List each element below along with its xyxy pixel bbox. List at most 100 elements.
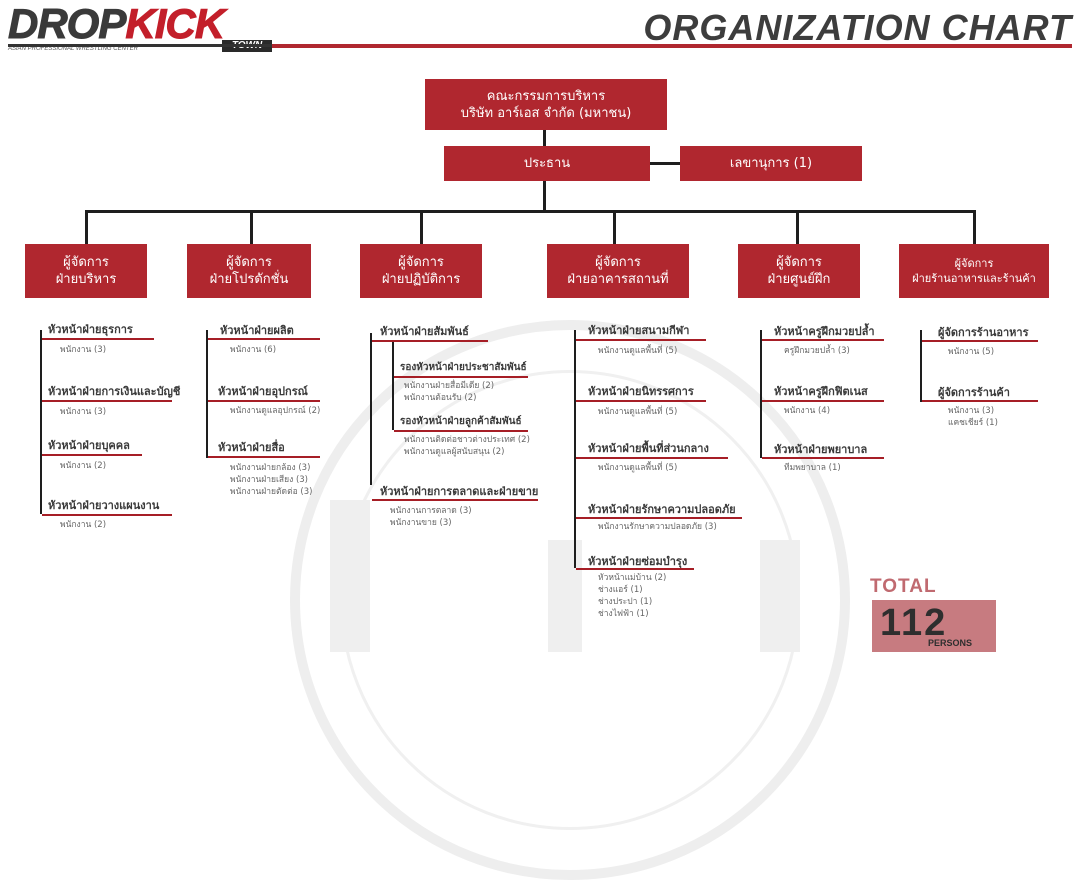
dropkick-logo: DROPKICK	[7, 0, 226, 47]
manager-box-facilities: ผู้จัดการ ฝ่ายอาคารสถานที่	[547, 244, 689, 298]
col3-substaff-2a: พนักงานติดต่อชาวต่างประเทศ (2)	[404, 435, 530, 445]
col1-staff-2: พนักงาน (3)	[60, 407, 107, 417]
total-unit: PERSONS	[928, 638, 973, 648]
board-box: คณะกรรมการบริหาร บริษัท อาร์เอส จำกัด (ม…	[425, 79, 667, 130]
manager-title: ผู้จัดการ	[595, 255, 641, 270]
connector-manager-2	[250, 210, 253, 244]
col3-subunderline-1	[394, 376, 528, 378]
manager-title: ผู้จัดการ	[776, 255, 822, 270]
col2-underline-2	[208, 400, 320, 402]
manager-department: ฝ่ายปฏิบัติการ	[381, 272, 461, 287]
col3-staff2a: พนักงานการตลาด (3)	[390, 506, 472, 516]
col3-head-2: หัวหน้าฝ่ายการตลาดและฝ่ายขาย	[380, 485, 539, 498]
col3-underline-1	[372, 340, 488, 342]
col3-sub-spine	[392, 342, 394, 430]
col2-head-2: หัวหน้าฝ่ายอุปกรณ์	[218, 385, 308, 398]
col1-head-1: หัวหน้าฝ่ายธุรการ	[48, 323, 133, 336]
col2-head-1: หัวหน้าฝ่ายผลิต	[220, 324, 294, 337]
col6-staff-1: พนักงาน (5)	[948, 347, 995, 357]
col1-head-4: หัวหน้าฝ่ายวางแผนงาน	[48, 499, 160, 512]
col1-underline-3	[42, 454, 142, 456]
secretary-box: เลขานุการ (1)	[680, 146, 862, 181]
col3-substaff-1a: พนักงานฝ่ายสื่อมีเดีย (2)	[404, 381, 495, 391]
manager-department: ฝ่ายบริหาร	[55, 272, 117, 287]
col4-head-4: หัวหน้าฝ่ายรักษาความปลอดภัย	[588, 503, 736, 516]
col1-underline-4	[42, 514, 172, 516]
col4-underline-2	[576, 400, 706, 402]
col4-underline-1	[576, 339, 706, 341]
logo-subtitle: ASIAN PROFESSIONAL WRESTLING CENTER	[8, 46, 138, 52]
col4-staff-2: พนักงานดูแลพื้นที่ (5)	[598, 407, 678, 417]
manager-box-production: ผู้จัดการ ฝ่ายโปรดักชั่น	[187, 244, 311, 298]
col1-spine	[40, 330, 42, 514]
col1-underline-1	[42, 338, 154, 340]
manager-department: ฝ่ายร้านอาหารและร้านค้า	[912, 272, 1036, 285]
manager-department: ฝ่ายโปรดักชั่น	[209, 272, 289, 287]
board-company: บริษัท อาร์เอส จำกัด (มหาชน)	[460, 105, 632, 121]
logo-text-kick: KICK	[125, 0, 226, 47]
col2-underline-3	[208, 456, 320, 458]
col6-underline-2	[922, 400, 1038, 402]
col6-staff-2a: พนักงาน (3)	[948, 406, 995, 416]
logo-text-drop: DROP	[7, 0, 126, 47]
connector-board-president	[543, 130, 546, 146]
col4-head-5: หัวหน้าฝ่ายซ่อมบำรุง	[588, 555, 688, 568]
col5-underline-2	[762, 400, 884, 402]
manager-department: ฝ่ายอาคารสถานที่	[567, 272, 669, 287]
col6-spine	[920, 330, 922, 402]
col2-head-3: หัวหน้าฝ่ายสื่อ	[218, 441, 285, 454]
col2-spine	[206, 330, 208, 458]
page-title: ORGANIZATION CHART	[643, 7, 1072, 48]
connector-president-secretary	[650, 162, 680, 165]
header-rule-dark	[8, 44, 272, 47]
col3-subhead-2: รองหัวหน้าฝ่ายลูกค้าสัมพันธ์	[400, 416, 522, 427]
col5-staff-3: ทีมพยาบาล (1)	[784, 463, 841, 473]
col4-head-3: หัวหน้าฝ่ายพื้นที่ส่วนกลาง	[588, 442, 709, 455]
manager-title: ผู้จัดการ	[954, 257, 994, 270]
col2-staff-3b: พนักงานฝ่ายเสียง (3)	[230, 475, 308, 485]
col5-staff-2: พนักงาน (4)	[784, 406, 831, 416]
manager-box-restaurant-shop: ผู้จัดการ ฝ่ายร้านอาหารและร้านค้า	[899, 244, 1049, 298]
total-box	[872, 600, 996, 652]
col3-substaff-1b: พนักงานต้อนรับ (2)	[404, 393, 477, 403]
col3-subunderline-2	[394, 430, 528, 432]
connector-manager-1	[85, 210, 88, 244]
president-box: ประธาน	[444, 146, 650, 181]
col4-spine	[574, 330, 576, 568]
col4-staff-1: พนักงานดูแลพื้นที่ (5)	[598, 346, 678, 356]
secretary-label: เลขานุการ (1)	[729, 156, 813, 171]
col4-underline-5	[576, 568, 694, 570]
col4-head-1: หัวหน้าฝ่ายสนามกีฬา	[588, 324, 690, 337]
col6-head-2: ผู้จัดการร้านค้า	[938, 386, 1010, 399]
col4-staff-5b: ช่างแอร์ (1)	[598, 585, 643, 595]
col5-head-1: หัวหน้าครูฝึกมวยปล้ำ	[774, 325, 875, 338]
manager-title: ผู้จัดการ	[63, 255, 109, 270]
col2-underline-1	[208, 338, 320, 340]
manager-bus-line	[85, 210, 975, 213]
watermark-tower-left	[330, 500, 370, 652]
col5-head-2: หัวหน้าครูฝึกฟิตเนส	[774, 385, 868, 398]
col1-head-2: หัวหน้าฝ่ายการเงินและบัญชี	[48, 385, 181, 398]
col6-underline-1	[922, 340, 1038, 342]
col1-head-3: หัวหน้าฝ่ายบุคคล	[48, 439, 130, 452]
col4-staff-3: พนักงานดูแลพื้นที่ (5)	[598, 463, 678, 473]
col3-subhead-1: รองหัวหน้าฝ่ายประชาสัมพันธ์	[400, 362, 527, 373]
connector-manager-4	[613, 210, 616, 244]
col4-staff-5a: หัวหน้าแม่บ้าน (2)	[598, 573, 667, 583]
watermark-tower-center	[548, 540, 582, 652]
col4-staff-5d: ช่างไฟฟ้า (1)	[598, 609, 649, 619]
col4-staff-4: พนักงานรักษาความปลอดภัย (3)	[598, 522, 717, 532]
manager-title: ผู้จัดการ	[398, 255, 444, 270]
connector-president-bus	[543, 181, 546, 211]
header-rule-red	[272, 44, 1072, 48]
col2-staff-2: พนักงานดูแลอุปกรณ์ (2)	[230, 406, 321, 416]
manager-box-admin: ผู้จัดการ ฝ่ายบริหาร	[25, 244, 147, 298]
watermark-tower-right	[760, 540, 800, 652]
manager-box-operations: ผู้จัดการ ฝ่ายปฏิบัติการ	[360, 244, 482, 298]
connector-manager-5	[796, 210, 799, 244]
total-value: 112	[880, 602, 948, 644]
col2-staff-3c: พนักงานฝ่ายตัดต่อ (3)	[230, 487, 313, 497]
col1-staff-1: พนักงาน (3)	[60, 345, 107, 355]
col3-staff2b: พนักงานขาย (3)	[390, 518, 452, 528]
manager-box-training: ผู้จัดการ ฝ่ายศูนย์ฝึก	[738, 244, 860, 298]
